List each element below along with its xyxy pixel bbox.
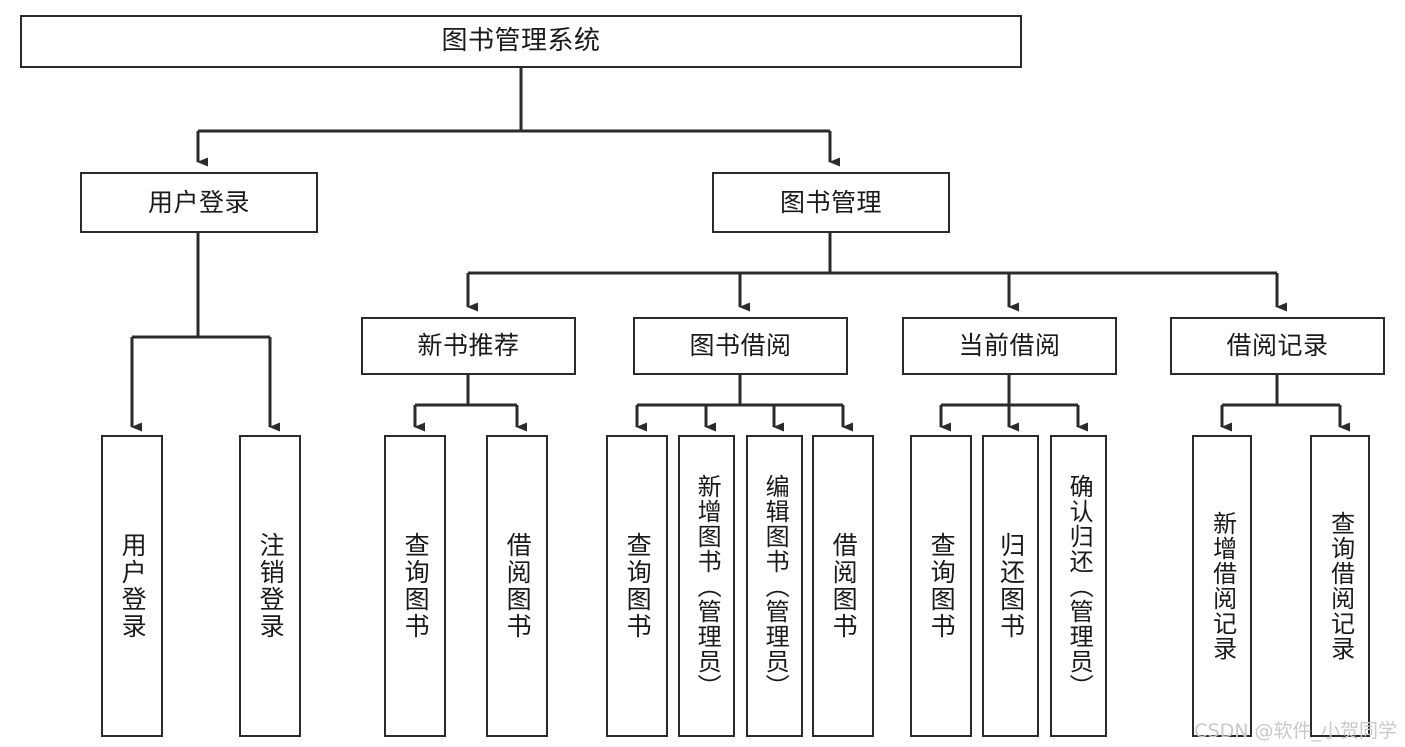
leaf-logout-label: 注销登录 <box>256 532 286 640</box>
node-book-management-label: 图书管理 <box>779 187 882 217</box>
node-borrow-record-label: 借阅记录 <box>1226 331 1329 360</box>
leaf-current-query-book-label: 查询图书 <box>927 532 957 640</box>
leaf-newbook-borrow-book[interactable]: 借阅图书 <box>486 435 548 737</box>
node-new-book-recommend-label: 新书推荐 <box>417 331 520 360</box>
book-borrow-to-leaves-connectors <box>635 375 853 432</box>
leaf-record-query-record-label: 查询借阅记录 <box>1326 511 1355 661</box>
leaf-current-query-book[interactable]: 查询图书 <box>910 435 972 737</box>
node-book-borrow[interactable]: 图书借阅 <box>633 317 848 375</box>
leaf-borrow-query-book[interactable]: 查询图书 <box>606 435 668 737</box>
leaf-borrow-edit-book-admin-label: 编辑图书（管理员） <box>761 473 790 699</box>
leaf-borrow-edit-book-admin[interactable]: 编辑图书（管理员） <box>746 435 803 737</box>
leaf-record-add-record-label: 新增借阅记录 <box>1208 511 1237 661</box>
node-borrow-record[interactable]: 借阅记录 <box>1170 317 1385 375</box>
node-user-login-label: 用户登录 <box>147 187 250 217</box>
node-new-book-recommend[interactable]: 新书推荐 <box>361 317 576 375</box>
borrow-record-to-leaves-connectors <box>1220 375 1350 432</box>
node-book-borrow-label: 图书借阅 <box>689 331 792 360</box>
user-login-to-leaves-connectors <box>130 233 280 432</box>
leaf-newbook-query-book-label: 查询图书 <box>401 532 431 640</box>
leaf-newbook-query-book[interactable]: 查询图书 <box>384 435 446 737</box>
csdn-watermark: CSDN @软件_小贺同学 <box>1194 720 1397 742</box>
leaf-user-login-label: 用户登录 <box>118 532 148 640</box>
new-book-to-leaves-connectors <box>413 375 527 432</box>
current-borrow-to-leaves-connectors <box>939 375 1088 432</box>
leaf-user-login[interactable]: 用户登录 <box>101 435 163 737</box>
node-book-management[interactable]: 图书管理 <box>712 172 950 233</box>
leaf-borrow-add-book-admin-label: 新增图书（管理员） <box>693 473 722 699</box>
book-manage-to-level3-connectors <box>466 233 1287 312</box>
leaf-borrow-query-book-label: 查询图书 <box>623 532 653 640</box>
leaf-record-query-record[interactable]: 查询借阅记录 <box>1310 435 1370 737</box>
node-current-borrow-label: 当前借阅 <box>958 331 1061 360</box>
node-root-system[interactable]: 图书管理系统 <box>20 15 1022 68</box>
node-current-borrow[interactable]: 当前借阅 <box>902 317 1117 375</box>
leaf-logout[interactable]: 注销登录 <box>239 435 301 737</box>
node-root-system-label: 图书管理系统 <box>441 25 601 56</box>
leaf-borrow-add-book-admin[interactable]: 新增图书（管理员） <box>678 435 735 737</box>
leaf-current-return-book-label: 归还图书 <box>996 532 1026 640</box>
leaf-borrow-borrow-book-label: 借阅图书 <box>829 532 859 640</box>
leaf-record-add-record[interactable]: 新增借阅记录 <box>1192 435 1252 737</box>
leaf-borrow-borrow-book[interactable]: 借阅图书 <box>812 435 874 737</box>
leaf-newbook-borrow-book-label: 借阅图书 <box>503 532 533 640</box>
leaf-current-confirm-return-admin[interactable]: 确认归还（管理员） <box>1050 435 1107 737</box>
node-user-login[interactable]: 用户登录 <box>80 172 318 233</box>
leaf-current-confirm-return-admin-label: 确认归还（管理员） <box>1065 473 1094 699</box>
leaf-current-return-book[interactable]: 归还图书 <box>982 435 1039 737</box>
root-to-level2-connectors <box>196 68 840 167</box>
